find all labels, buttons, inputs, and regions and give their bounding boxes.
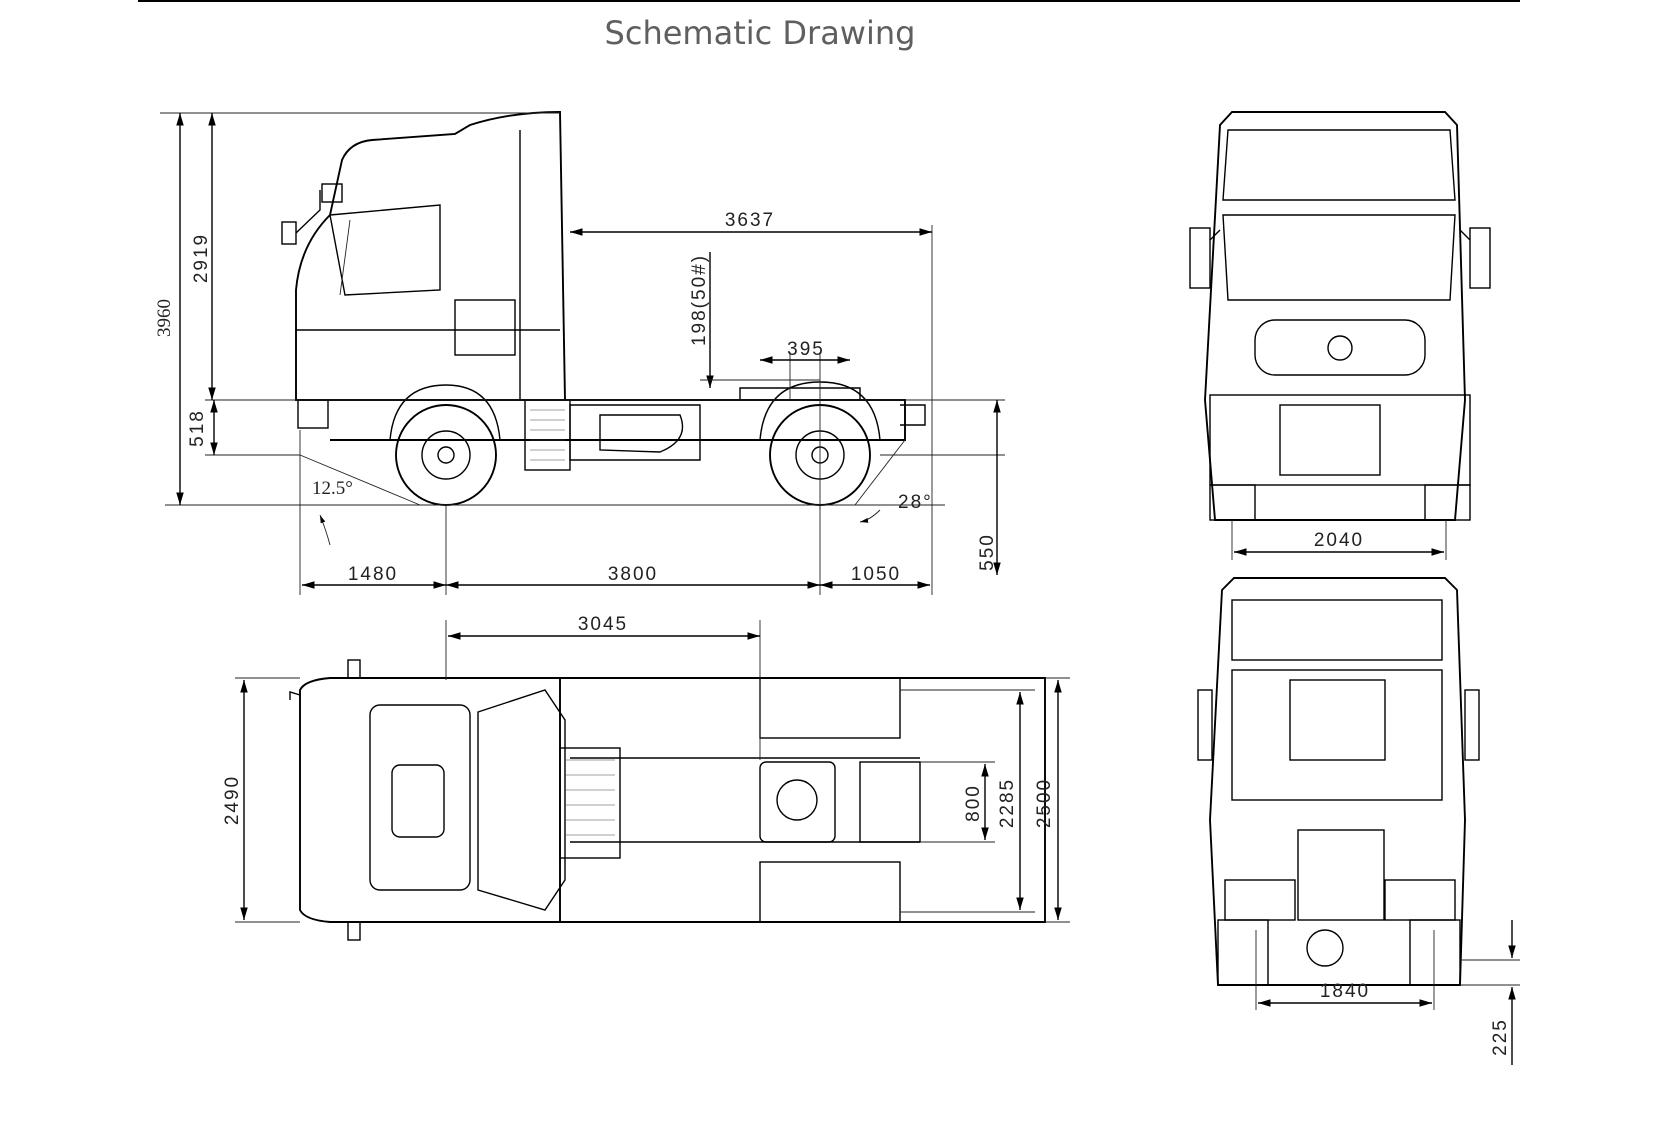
rear-frame-height-label: 550 bbox=[977, 533, 998, 571]
mirror-width-label: 2500 bbox=[1034, 778, 1055, 828]
frame-width-label: 2285 bbox=[997, 778, 1018, 828]
cab-height-label: 2919 bbox=[191, 233, 212, 283]
top-view bbox=[289, 659, 1046, 941]
ground-clearance-label: 225 bbox=[1490, 1018, 1511, 1056]
rear-track-label: 1840 bbox=[1320, 981, 1370, 1002]
front-overhang-label: 1480 bbox=[348, 564, 398, 585]
rear-view-dimensions bbox=[1255, 920, 1520, 1065]
side-view bbox=[281, 111, 926, 506]
page-title: Schematic Drawing bbox=[604, 14, 916, 52]
front-view bbox=[1189, 111, 1491, 521]
top-view-dimensions bbox=[235, 620, 1070, 923]
overall-height-label: 3960 bbox=[154, 299, 175, 337]
departure-angle-label: 28° bbox=[898, 492, 933, 513]
fifth-wheel-offset-label: 395 bbox=[787, 339, 825, 360]
fifth-wheel-height-label: 198(50#) bbox=[689, 254, 710, 346]
wheelbase-label: 3800 bbox=[608, 564, 658, 585]
frame-height-label: 518 bbox=[187, 409, 208, 447]
rear-view bbox=[1197, 577, 1480, 986]
fifth-wheel-to-rear-label: 3637 bbox=[725, 210, 775, 231]
frame-inner-width-label: 800 bbox=[963, 784, 984, 822]
front-view-dimensions bbox=[1231, 520, 1447, 560]
overall-width-label: 2490 bbox=[222, 775, 243, 825]
rear-overhang-label: 1050 bbox=[851, 564, 901, 585]
approach-angle-label: 12.5° bbox=[312, 478, 353, 499]
side-view-dimensions bbox=[160, 112, 1005, 595]
fifth-wheel-position-label: 3045 bbox=[578, 614, 628, 635]
front-track-label: 2040 bbox=[1314, 530, 1364, 551]
